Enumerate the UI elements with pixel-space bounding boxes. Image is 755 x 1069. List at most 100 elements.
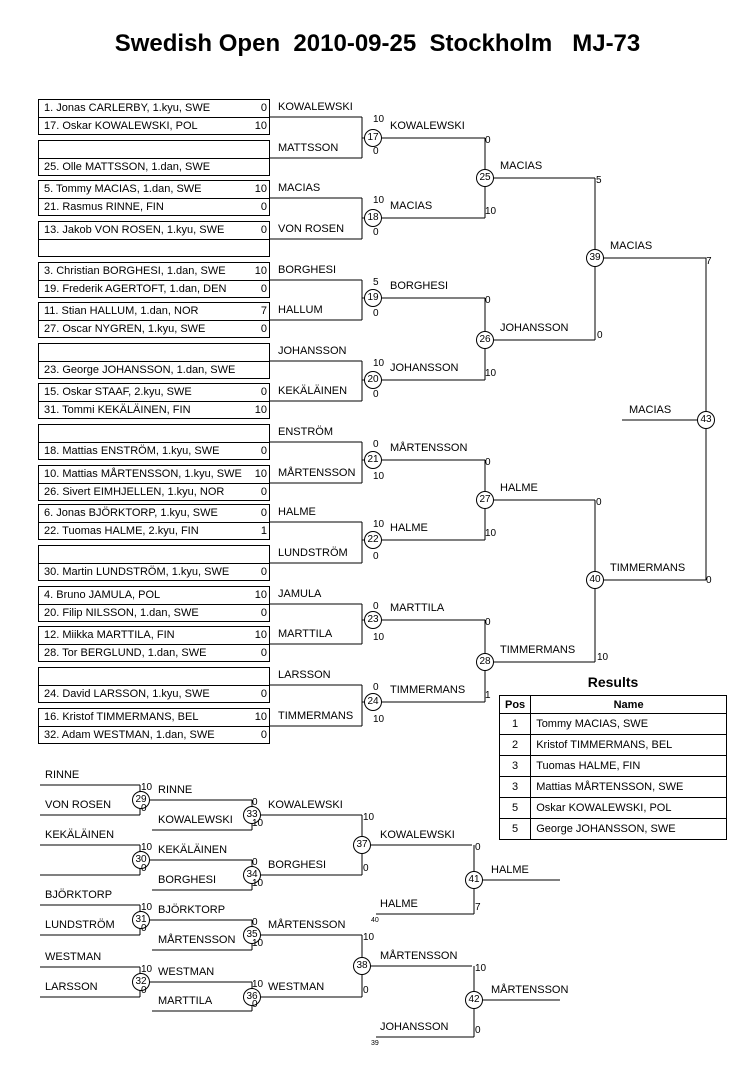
player-name: 18. Mattias ENSTRÖM, 1.kyu, SWE [44,445,220,457]
player-slot-pair: 23. George JOHANSSON, 1.dan, SWE [38,343,270,379]
match-score: 0 [706,575,712,586]
slot-divider [39,442,269,443]
advancing-name: BORGHESI [390,280,449,292]
match-score: 0 [373,682,379,693]
match-score: 10 [373,471,385,482]
match-number-badge: 33 [243,806,261,824]
advancing-name: JAMULA [278,588,322,600]
slot-divider [39,685,269,686]
match-score: 10 [373,714,385,725]
advancing-name: KEKÄLÄINEN [278,385,348,397]
match-number-badge: 43 [697,411,715,429]
match-number-badge: 17 [364,129,382,147]
player-score: 10 [254,120,267,132]
advancing-name: JOHANSSON [500,322,569,334]
match-number-badge: 41 [465,871,483,889]
match-number-badge: 21 [364,451,382,469]
advancing-name: HALME [491,864,529,876]
advancing-name: MACIAS [390,200,433,212]
match-score: 0 [141,803,147,814]
player-score: 0 [260,386,267,398]
advancing-name: JOHANSSON [390,362,459,374]
player-name: 1. Jonas CARLERBY, 1.kyu, SWE [44,102,211,114]
advancing-name: KOWALEWSKI [158,814,233,826]
player-name: 13. Jakob VON ROSEN, 1.kyu, SWE [44,224,225,236]
match-number-badge: 36 [243,988,261,1006]
result-name: George JOHANSSON, SWE [530,818,727,840]
player-score: 0 [260,224,267,236]
match-score: 1 [485,690,491,701]
player-score: 10 [254,404,267,416]
slot-divider [39,117,269,118]
page-title: Swedish Open 2010-09-25 Stockholm MJ-73 [114,30,641,57]
match-score: 0 [373,227,379,238]
player-name: 27. Oscar NYGREN, 1.kyu, SWE [44,323,206,335]
player-name: 21. Rasmus RINNE, FIN [44,201,164,213]
match-score: 0 [485,135,491,146]
match-score: 0 [485,295,491,306]
player-score: 0 [260,566,267,578]
player-score: 0 [260,507,267,519]
match-number-badge: 23 [364,611,382,629]
results-header-name: Name [530,695,727,714]
advancing-name: LARSSON [278,669,331,681]
match-score: 10 [141,782,153,793]
player-score: 10 [254,589,267,601]
player-score: 0 [260,607,267,619]
player-name: 28. Tor BERGLUND, 1.dan, SWE [44,647,207,659]
player-score: 0 [260,445,267,457]
advancing-name: TIMMERMANS [278,710,354,722]
match-score: 0 [475,1025,481,1036]
player-slot-pair: 25. Olle MATTSSON, 1.dan, SWE [38,140,270,176]
advancing-name: TIMMERMANS [610,562,686,574]
player-name: 10. Mattias MÅRTENSSON, 1.kyu, SWE [44,468,242,480]
match-score: 7 [706,256,712,267]
player-name: 6. Jonas BJÖRKTORP, 1.kyu, SWE [44,507,218,519]
match-score: 10 [141,964,153,975]
match-number-badge: 39 [586,249,604,267]
player-name: 32. Adam WESTMAN, 1.dan, SWE [44,729,215,741]
match-number-badge: 35 [243,926,261,944]
match-score: 10 [141,902,153,913]
match-score: 0 [252,999,258,1010]
advancing-name: HALME [390,522,428,534]
match-score: 10 [373,519,385,530]
match-score: 0 [141,923,147,934]
match-score: 10 [373,114,385,125]
player-score: 10 [254,468,267,480]
match-score: 0 [373,146,379,157]
player-score: 10 [254,711,267,723]
match-number-badge: 18 [364,209,382,227]
match-score: 0 [252,797,258,808]
match-score: 10 [373,632,385,643]
player-name: 12. Miikka MARTTILA, FIN [44,629,175,641]
match-score: 10 [373,358,385,369]
advancing-name: MÅRTENSSON [380,950,458,962]
advancing-name: MÅRTENSSON [268,919,346,931]
match-score: 0 [597,330,603,341]
result-pos: 2 [498,734,532,756]
player-name: 4. Bruno JAMULA, POL [44,589,161,601]
match-score: 0 [252,857,258,868]
match-number-badge: 25 [476,169,494,187]
player-score: 1 [260,525,267,537]
player-score: 0 [260,102,267,114]
results-title: Results [587,674,639,690]
advancing-name: ENSTRÖM [278,426,333,438]
player-name: 22. Tuomas HALME, 2.kyu, FIN [44,525,199,537]
advancing-name: MACIAS [610,240,653,252]
match-score: 0 [141,985,147,996]
